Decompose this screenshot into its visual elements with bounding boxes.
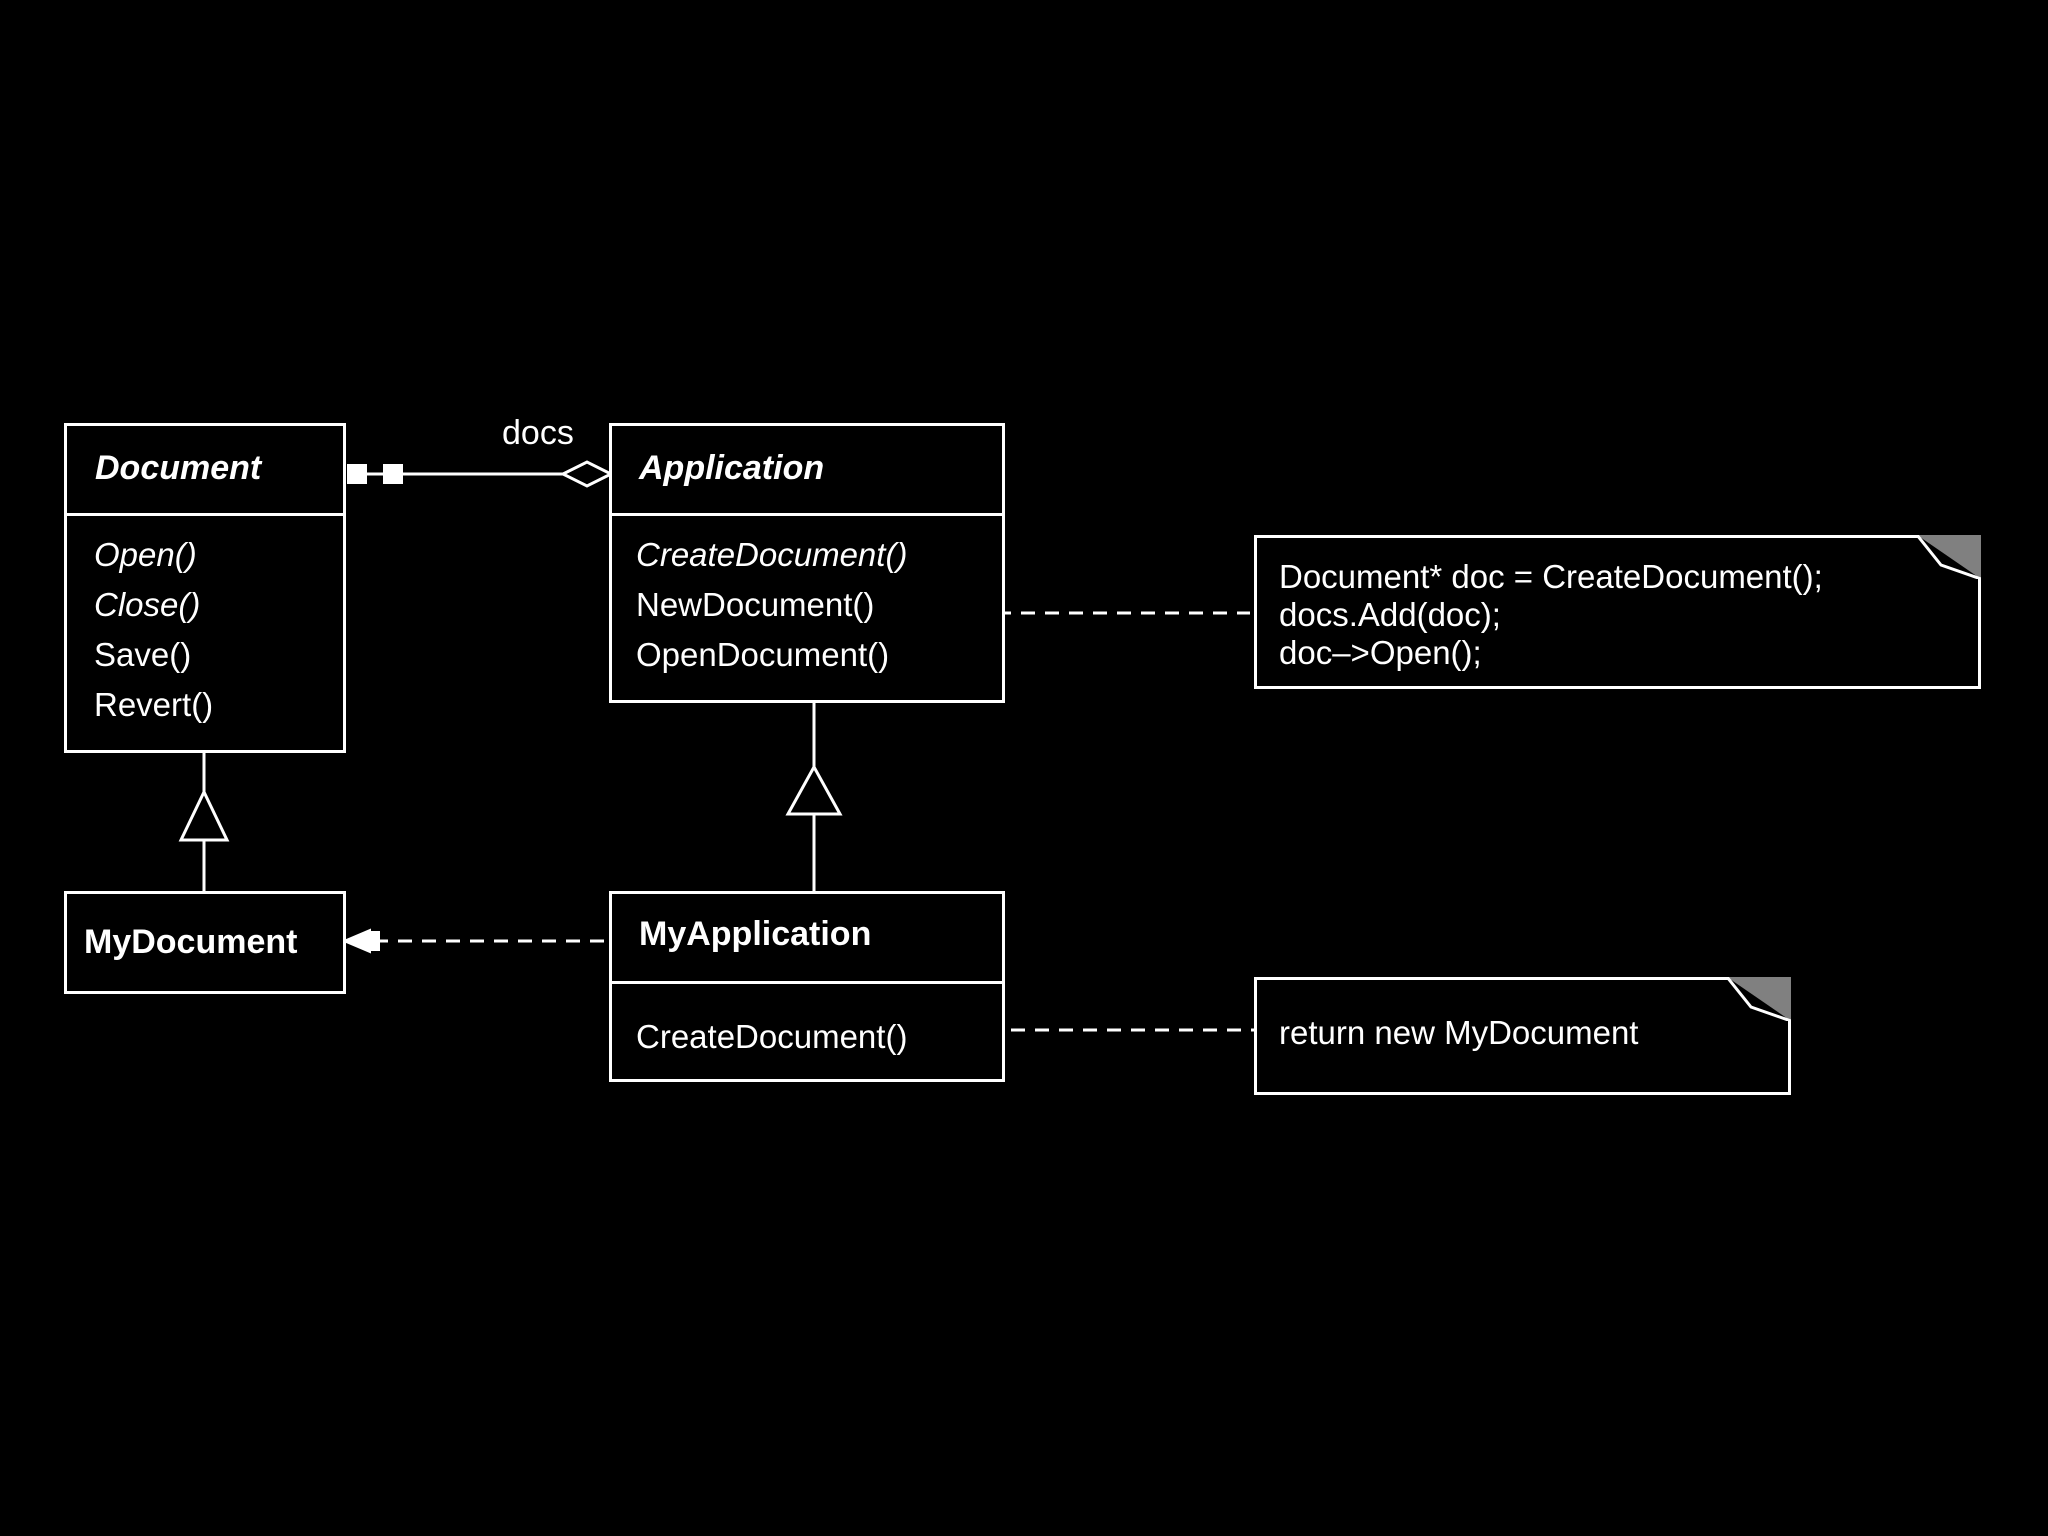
inheritance-triangle xyxy=(785,763,843,816)
aggregation-diamond xyxy=(559,460,615,488)
inheritance-triangle xyxy=(178,788,230,842)
note-create-document: return new MyDocument xyxy=(1254,977,1791,1095)
operation: Save() xyxy=(94,636,192,673)
dependency-arrow-base xyxy=(366,931,380,951)
class-header: Document xyxy=(67,426,343,516)
class-header: Application xyxy=(612,426,1002,516)
operation: NewDocument() xyxy=(636,586,875,623)
class-name: Document xyxy=(95,449,262,487)
operation: Open() xyxy=(94,536,197,573)
note-text: Document* doc = CreateDocument(); docs.A… xyxy=(1279,558,1823,672)
operation: OpenDocument() xyxy=(636,636,890,673)
class-name: MyApplication xyxy=(639,915,872,953)
class-header: MyApplication xyxy=(612,894,1002,984)
association-end-marker xyxy=(347,464,367,484)
class-application: Application CreateDocument() NewDocument… xyxy=(609,423,1005,703)
note-text: return new MyDocument xyxy=(1279,1014,1638,1052)
association-end-marker xyxy=(383,464,403,484)
class-name: MyDocument xyxy=(84,923,298,961)
note-line: Document* doc = CreateDocument(); xyxy=(1279,558,1823,595)
note-new-document: Document* doc = CreateDocument(); docs.A… xyxy=(1254,535,1981,689)
note-line: docs.Add(doc); xyxy=(1279,596,1501,633)
operations-list: CreateDocument() NewDocument() OpenDocum… xyxy=(636,530,907,680)
operation: Revert() xyxy=(94,686,214,723)
operation: Close() xyxy=(94,586,201,623)
operation: CreateDocument() xyxy=(636,536,908,573)
note-line: doc–>Open(); xyxy=(1279,634,1482,671)
note-folded-corner xyxy=(1727,977,1791,1021)
note-line: return new MyDocument xyxy=(1279,1014,1639,1051)
note-folded-corner xyxy=(1917,535,1981,579)
class-document: Document Open() Close() Save() Revert() xyxy=(64,423,346,753)
class-my-document: MyDocument xyxy=(64,891,346,994)
operations-list: Open() Close() Save() Revert() xyxy=(94,530,213,730)
association-label: docs xyxy=(502,414,574,452)
operation: CreateDocument() xyxy=(636,1018,908,1055)
class-my-application: MyApplication CreateDocument() xyxy=(609,891,1005,1082)
operations-list: CreateDocument() xyxy=(636,1012,907,1062)
class-name: Application xyxy=(639,449,825,487)
